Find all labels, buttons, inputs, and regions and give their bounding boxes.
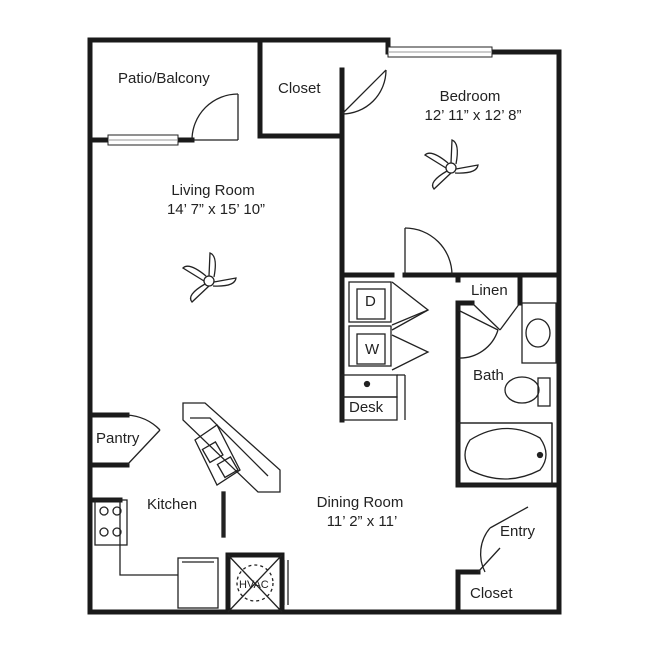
linen-label: Linen	[471, 282, 508, 299]
entry-door	[489, 506, 529, 529]
washer-box	[348, 325, 392, 367]
bedroom-size: 12’ 11” x 12’ 8”	[424, 107, 522, 124]
kitchen-label: Kitchen	[147, 496, 198, 513]
desk-box	[341, 374, 398, 398]
desk-label: Desk	[349, 399, 384, 416]
laundry-door-1	[391, 281, 430, 326]
pantry-door	[126, 429, 161, 466]
dining-room-label: Dining Room	[316, 494, 404, 511]
living-room-size: 14’ 7” x 15’ 10”	[166, 201, 266, 218]
outer-wall	[87, 37, 562, 615]
closet-top-wall	[257, 37, 345, 139]
pantry-label: Pantry	[96, 430, 140, 447]
ceiling-fan-bedroom	[423, 139, 479, 190]
laundry-door-2	[391, 334, 430, 371]
closet-door-top	[341, 69, 387, 115]
closet-bottom-label: Closet	[470, 585, 513, 602]
entry-label: Entry	[500, 523, 536, 540]
toilet-bowl	[504, 376, 540, 404]
linen-door	[471, 302, 501, 331]
closet-top-label: Closet	[278, 80, 321, 97]
refrigerator	[177, 557, 219, 609]
dryer-box	[348, 281, 392, 323]
counter-island	[182, 402, 281, 493]
bedroom-label: Bedroom	[439, 88, 501, 105]
outer-wall-top	[87, 37, 391, 55]
bath-fixtures	[457, 302, 557, 486]
stove	[94, 499, 128, 546]
hvac-label: HVAC	[239, 579, 269, 591]
doors	[126, 69, 529, 573]
kitchen-fixtures	[94, 402, 289, 613]
vanity	[521, 302, 557, 364]
bath-door	[457, 309, 499, 331]
dining-room-size: 11’ 2” x 11’	[326, 513, 398, 530]
bath-label: Bath	[473, 367, 504, 384]
living-room-label: Living Room	[171, 182, 255, 199]
sink	[194, 424, 241, 486]
windows	[107, 46, 493, 146]
dryer-label: D	[365, 293, 376, 310]
patio-label: Patio/Balcony	[118, 70, 210, 87]
washer-label: W	[365, 341, 380, 358]
closet-door-bottom	[477, 547, 501, 573]
ceiling-fan-living	[181, 252, 237, 303]
laundry	[341, 281, 406, 421]
